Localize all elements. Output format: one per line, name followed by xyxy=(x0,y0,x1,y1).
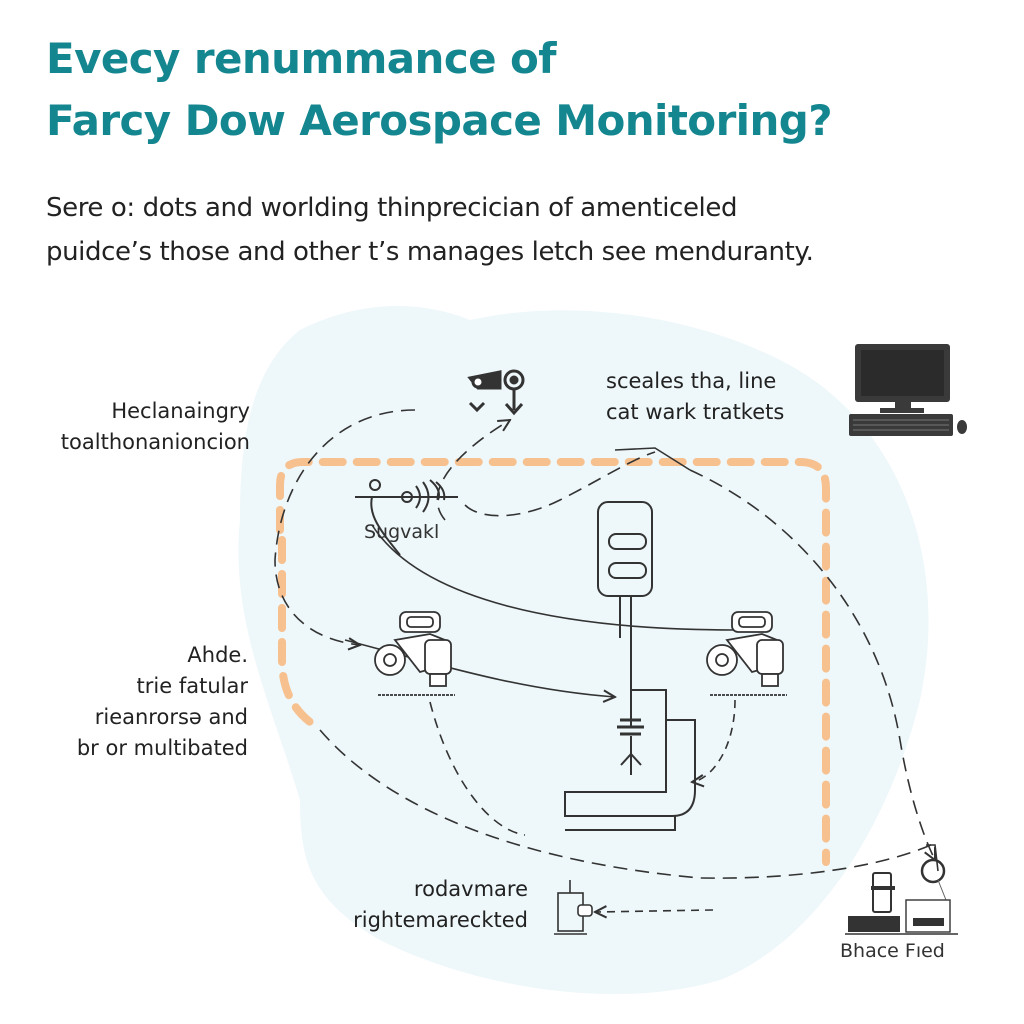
title-line-1: Evecy renummance of xyxy=(46,34,557,83)
left-engine-dashed-down xyxy=(429,701,526,836)
label-top-right: sceales tha, line cat wark tratkets xyxy=(606,369,785,424)
base-station-equipment-icon xyxy=(845,844,958,935)
sensor-to-right-engine xyxy=(371,524,736,631)
central-mount-assembly xyxy=(564,689,696,831)
right-engine-unit xyxy=(706,611,787,696)
page-title: Evecy renummance of Farcy Dow Aerospace … xyxy=(46,28,833,152)
dashed-loop-upper xyxy=(464,451,656,517)
subtitle: Sere o: dots and worlding thinprecician … xyxy=(46,186,814,274)
camera-gear-icon xyxy=(467,369,525,416)
left-bottom-arc xyxy=(319,729,936,879)
background-blob xyxy=(238,306,929,995)
subtitle-line-2: puidce’s those and other t’s manages let… xyxy=(46,237,814,267)
label-bottom-right: Bhace Fıed xyxy=(840,940,945,962)
monitoring-boundary-dots xyxy=(278,536,314,726)
label-bottom-center: rodavmare rightemareckted xyxy=(353,877,528,932)
desktop-computer-icon xyxy=(849,344,967,436)
label-top-left: Heclanaingry toalthonanioncion xyxy=(60,399,250,454)
dashed-link-to-camera xyxy=(436,420,510,521)
monitoring-boundary xyxy=(276,458,830,866)
dashed-to-transmitter xyxy=(595,910,714,912)
control-panel-unit xyxy=(597,501,653,728)
dashed-loop-left xyxy=(274,409,416,645)
dashed-right-long xyxy=(689,469,935,860)
connections xyxy=(274,409,936,912)
transmitter-box-icon xyxy=(554,880,593,935)
label-mid-left: Ahde. trie fatular rieanrorsə and br or … xyxy=(76,643,248,760)
label-sensor: Sugvakl xyxy=(364,521,440,543)
left-engine-unit xyxy=(374,611,455,696)
subtitle-line-1: Sere o: dots and worlding thinprecician … xyxy=(46,193,738,223)
title-line-2: Farcy Dow Aerospace Monitoring? xyxy=(46,96,833,145)
upper-right-connector xyxy=(614,447,691,471)
sensor-antenna-icon xyxy=(355,479,458,556)
right-engine-to-mount xyxy=(692,699,736,782)
